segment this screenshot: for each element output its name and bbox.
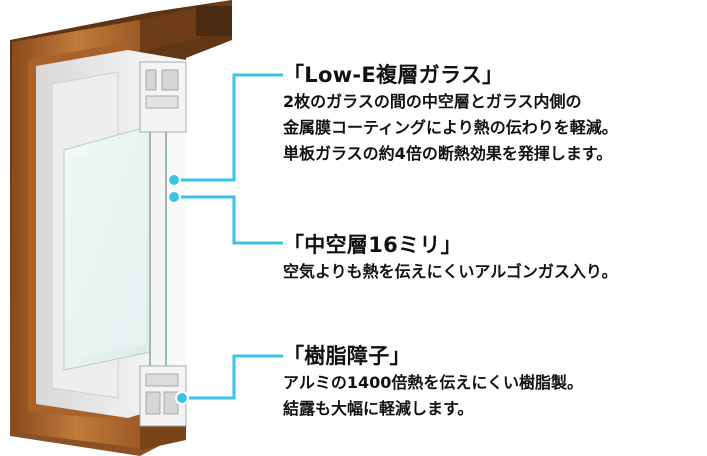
callout-line: 金属膜コーティングにより熱の伝わりを軽減。	[283, 118, 618, 137]
callout-line: アルミの1400倍熱を伝えにくい樹脂製。	[283, 373, 584, 392]
top-rail	[196, 6, 232, 36]
callout-line: 単板ガラスの約4倍の断熱効果を発揮します。	[283, 144, 613, 163]
callout-line: 結露も大幅に軽減します。	[283, 399, 474, 418]
dot-low-e	[167, 173, 181, 187]
callout-line: 2枚のガラスの間の中空層とガラス内側の	[283, 92, 582, 111]
callout-line: 空気よりも熱を伝えにくいアルゴンガス入り。	[283, 262, 618, 281]
leader-line-resin	[182, 354, 283, 400]
frame-profile-top	[139, 61, 187, 133]
callout-title-low-e: 「Low-E複層ガラス」	[283, 63, 504, 87]
callout-title-resin: 「樹脂障子」	[283, 344, 411, 368]
callout-resin-frame: 「樹脂障子」 アルミの1400倍熱を伝えにくい樹脂製。 結露も大幅に軽減します。	[283, 343, 583, 421]
callout-air-layer: 「中空層16ミリ」 空気よりも熱を伝えにくいアルゴンガス入り。	[283, 232, 618, 284]
callout-title-air-layer: 「中空層16ミリ」	[283, 233, 462, 257]
dot-resin	[175, 391, 189, 405]
dot-air-layer	[167, 190, 181, 204]
leader-line-low-e	[174, 73, 283, 182]
leader-dots	[167, 173, 189, 405]
callout-low-e-glass: 「Low-E複層ガラス」 2枚のガラスの間の中空層とガラス内側の 金属膜コーティ…	[283, 62, 618, 166]
double-glazed-glass	[63, 78, 167, 394]
leader-lines	[174, 73, 283, 400]
leader-line-air-layer	[174, 195, 283, 245]
